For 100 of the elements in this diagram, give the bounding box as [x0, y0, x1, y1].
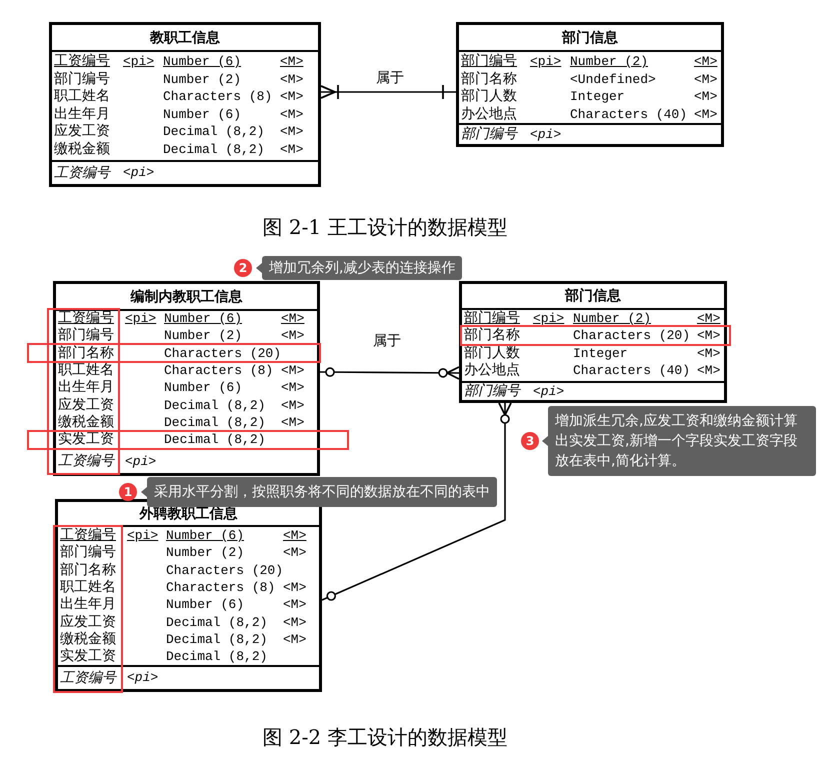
mandatory-marker: <M>	[281, 362, 304, 380]
mandatory-marker: <M>	[694, 106, 718, 123]
data-type: Characters (40)	[573, 362, 690, 380]
data-type: Characters (20)	[166, 562, 284, 579]
data-type: Integer	[573, 344, 628, 362]
entity-title: 部门信息	[565, 286, 621, 306]
key-marker: <pi>	[125, 453, 156, 471]
attribute-name: 工资编号	[60, 527, 116, 544]
data-type: Characters (20)	[573, 327, 690, 345]
key-marker: <pi>	[127, 669, 158, 687]
mandatory-marker: <M>	[694, 53, 718, 70]
mandatory-marker: <M>	[280, 106, 304, 123]
data-type: Number (6)	[164, 310, 242, 328]
identifier-name: 工资编号	[60, 669, 116, 688]
edge-label: 属于	[374, 69, 406, 87]
attribute-name: 部门编号	[60, 544, 116, 562]
mandatory-marker: <M>	[283, 596, 306, 614]
entity-title: 外聘教职工信息	[140, 504, 238, 524]
data-type: Characters (8)	[166, 578, 276, 596]
identifier-name: 工资编号	[58, 452, 114, 471]
attribute-name: 部门人数	[464, 344, 520, 362]
attribute-name: 工资编号	[58, 310, 114, 327]
data-type: Number (6)	[164, 379, 242, 396]
mandatory-marker: <M>	[281, 327, 304, 345]
data-type: Number (2)	[166, 544, 244, 562]
mandatory-marker: <M>	[280, 70, 304, 88]
key-marker: <pi>	[533, 383, 564, 400]
data-type: <Undefined>	[570, 70, 656, 88]
mandatory-marker: <M>	[697, 362, 720, 380]
mandatory-marker: <M>	[697, 344, 720, 362]
mandatory-marker: <M>	[697, 310, 720, 328]
mandatory-marker: <M>	[281, 379, 304, 396]
data-type: Number (2)	[164, 327, 242, 345]
attribute-name: 应发工资	[60, 614, 116, 631]
data-type: Decimal (8,2)	[163, 140, 264, 158]
data-type: Characters (8)	[164, 362, 274, 380]
identifier-name: 工资编号	[54, 164, 110, 183]
data-type: Number (2)	[570, 53, 648, 70]
attribute-name: 部门名称	[58, 344, 114, 362]
callout-tooltip: 增加冗余列,减少表的连接操作	[262, 256, 462, 280]
relationship-line	[322, 402, 512, 601]
attribute-name: 缴税金额	[58, 414, 114, 432]
data-type: Number (2)	[573, 310, 652, 328]
identifier-name: 部门编号	[464, 383, 520, 400]
data-type: Decimal (8,2)	[166, 614, 268, 631]
attribute-name: 出生年月	[54, 106, 110, 123]
attribute-name: 部门编号	[464, 310, 520, 327]
entity-table	[49, 22, 321, 187]
mandatory-marker: <M>	[281, 310, 304, 328]
number-badge: 3	[521, 432, 539, 450]
attribute-name: 部门名称	[464, 327, 520, 345]
attribute-name: 缴税金额	[54, 140, 110, 158]
key-marker: <pi>	[533, 310, 564, 328]
callout-tooltip: 采用水平分割，按照职务将不同的数据放在不同的表中	[147, 477, 497, 507]
entity-title: 编制内教职工信息	[130, 288, 242, 306]
data-type: Number (6)	[163, 53, 242, 70]
relationship-line	[320, 84, 456, 100]
attribute-name: 部门名称	[60, 562, 116, 579]
mandatory-marker: <M>	[283, 527, 306, 544]
attribute-name: 应发工资	[58, 396, 114, 414]
mandatory-marker: <M>	[283, 578, 306, 596]
attribute-name: 部门编号	[54, 70, 110, 88]
figure-caption: 图 2-1 王工设计的数据模型	[262, 215, 508, 239]
data-type: Decimal (8,2)	[164, 396, 266, 414]
mandatory-marker: <M>	[280, 88, 304, 106]
data-type: Number (2)	[163, 70, 242, 88]
entity-title: 教职工信息	[150, 28, 220, 48]
identifier-name: 部门编号	[461, 125, 517, 144]
attribute-name: 办公地点	[461, 106, 517, 123]
number-badge: 1	[119, 483, 137, 501]
key-marker: <pi>	[123, 164, 154, 182]
attribute-name: 职工姓名	[54, 88, 110, 106]
attribute-name: 缴税金额	[60, 630, 116, 648]
attribute-name: 应发工资	[54, 123, 110, 140]
entity-table	[456, 22, 724, 147]
attribute-name: 工资编号	[54, 53, 110, 70]
edge-label: 属于	[371, 332, 403, 350]
data-type: Number (6)	[166, 596, 244, 614]
mandatory-marker: <M>	[283, 630, 306, 648]
mandatory-marker: <M>	[281, 396, 304, 414]
key-marker: <pi>	[530, 126, 562, 144]
mandatory-marker: <M>	[283, 544, 306, 562]
mandatory-marker: <M>	[281, 414, 304, 432]
data-type: Characters (40)	[570, 106, 688, 123]
mandatory-marker: <M>	[694, 70, 718, 88]
data-type: Decimal (8,2)	[164, 414, 266, 432]
data-type: Characters (8)	[163, 88, 272, 106]
attribute-name: 实发工资	[60, 648, 116, 666]
data-type: Decimal (8,2)	[166, 630, 268, 648]
key-marker: <pi>	[123, 53, 154, 70]
attribute-name: 部门人数	[461, 88, 517, 106]
attribute-name: 职工姓名	[58, 362, 114, 380]
data-type: Number (6)	[163, 106, 242, 123]
callout-tooltip: 增加派生冗余,应发工资和缴纳金额计算出实发工资,新增一个字段实发工资字段放在表中,简化计算。	[548, 406, 816, 476]
entity-table	[459, 281, 727, 403]
data-type: Number (6)	[166, 527, 244, 544]
relationship-line	[320, 366, 460, 380]
data-type: Integer	[570, 88, 625, 106]
attribute-name: 部门名称	[461, 70, 517, 88]
key-marker: <pi>	[125, 310, 156, 328]
